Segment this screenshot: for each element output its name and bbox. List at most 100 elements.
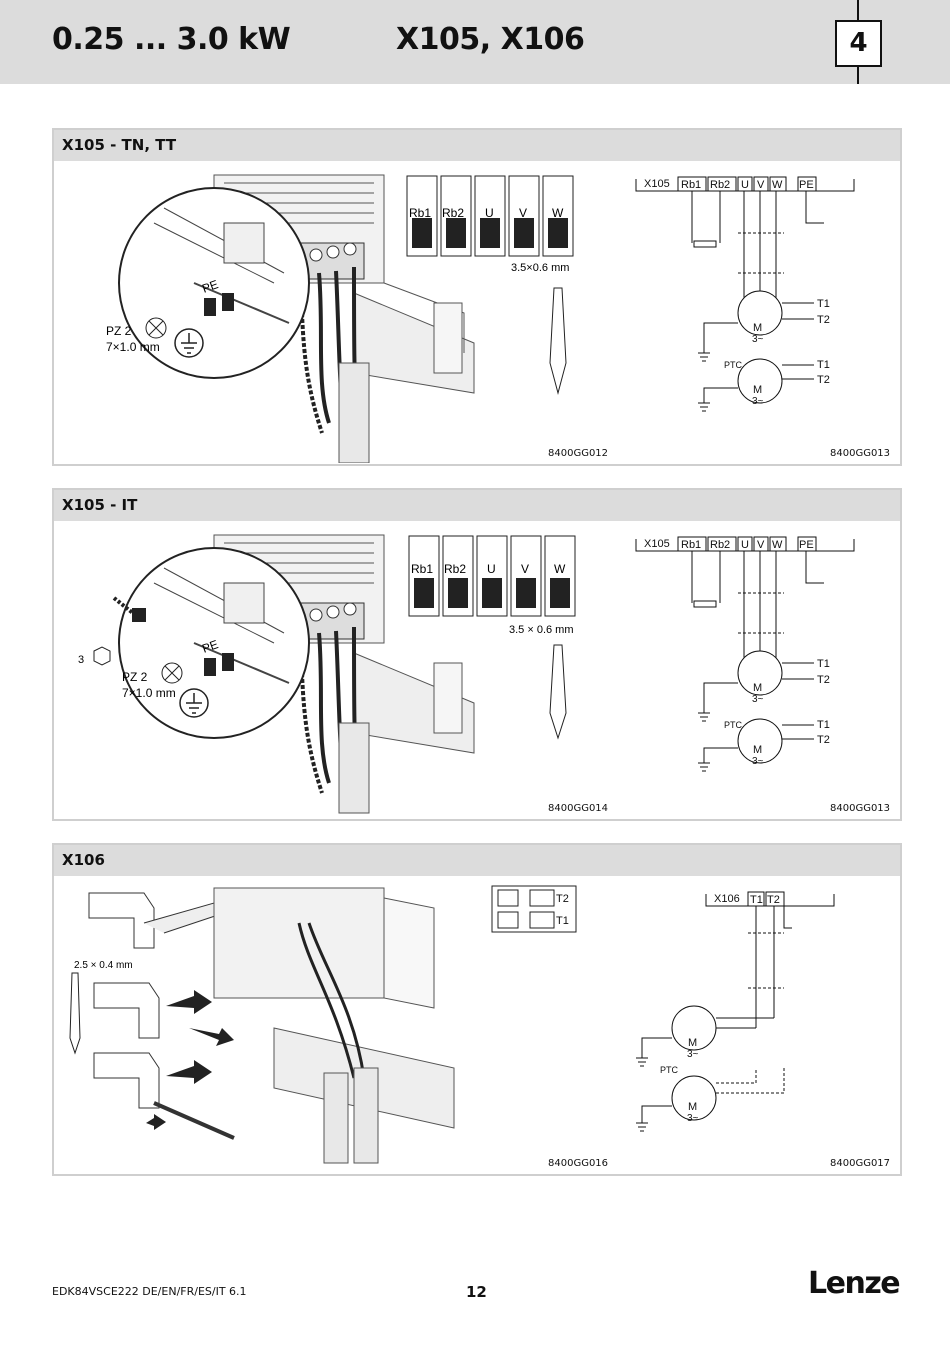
page-number: 12 [466,1283,487,1301]
svg-text:Rb2: Rb2 [442,206,464,220]
chapter-marker-line [857,65,859,84]
svg-text:3~: 3~ [687,1049,699,1060]
screwdriver-icon [549,287,567,395]
figure-id-right: 8400GG013 [830,448,891,459]
terminal-v: V [510,535,542,617]
svg-text:M: M [688,1037,697,1049]
svg-text:Rb1: Rb1 [409,206,431,220]
svg-text:Rb2: Rb2 [710,539,730,551]
svg-text:V: V [757,539,765,551]
svg-text:W: W [552,206,564,220]
step-number: 3 [78,654,84,666]
svg-text:PE: PE [799,179,814,191]
wire-spec: 3.5×0.6 mm [511,262,569,274]
chapter-marker-line [857,0,859,20]
svg-text:T2: T2 [556,893,569,905]
svg-text:Rb1: Rb1 [681,179,701,191]
x106-terminal-labels: T2 T1 [491,885,577,933]
svg-text:3~: 3~ [687,1113,699,1124]
wiring-illustration: PE PZ 2 7×1.0 mm Rb1 Rb2 U V W 3.5×0.6 m… [106,174,855,463]
svg-text:T1: T1 [556,915,569,927]
svg-text:PTC: PTC [660,1065,679,1075]
svg-text:Rb1: Rb1 [681,539,701,551]
screwdriver-type: PZ 2 [106,324,132,338]
wiring-illustration: 2.5 × 0.4 mm T2 T1 X106 T1 T2 [69,885,835,1164]
terminal-rb1: Rb1 [408,535,440,617]
figure-id-left: 8400GG014 [548,803,609,814]
svg-text:T1: T1 [817,719,830,731]
svg-text:3~: 3~ [752,756,764,767]
svg-text:V: V [521,562,529,576]
panel-x105-it: X105 - IT PE 3 PZ 2 [52,488,902,821]
svg-text:T2: T2 [817,374,830,386]
wire-spec: 3.5 × 0.6 mm [509,624,574,636]
svg-text:T1: T1 [817,298,830,310]
svg-text:W: W [554,562,566,576]
svg-text:Rb2: Rb2 [444,562,466,576]
terminal-w: W [542,175,574,257]
ground-icon [174,328,204,358]
svg-text:3~: 3~ [752,334,764,345]
panel-title: X105 - TN, TT [54,130,900,161]
svg-text:T1: T1 [750,894,763,906]
svg-text:V: V [519,206,527,220]
figure-id-left: 8400GG012 [548,448,609,459]
figure-id-right: 8400GG017 [830,1158,891,1169]
svg-text:PE: PE [799,539,814,551]
svg-text:U: U [487,562,496,576]
svg-text:X106: X106 [714,893,740,905]
terminal-rb1: Rb1 [406,175,438,257]
lenze-logo: Lenze [808,1266,901,1301]
screwdriver-icon [69,972,81,1055]
svg-text:M: M [688,1101,697,1113]
svg-text:W: W [772,179,783,191]
figure-id-left: 8400GG016 [548,1158,609,1169]
schematic-x105: X105 Rb1 Rb2 U V W PE M 3~ T1 T2 PTC M 3… [635,536,855,772]
schematic-x106: X106 T1 T2 M 3~ PTC M 3~ [636,891,835,1132]
terminal-v: V [508,175,540,257]
svg-text:V: V [757,179,765,191]
document-id: EDK84VSCE222 DE/EN/FR/ES/IT 6.1 [52,1285,247,1298]
svg-text:3~: 3~ [752,396,764,407]
screwdriver-spec: 7×1.0 mm [106,340,160,354]
svg-text:M: M [753,682,762,694]
page-header: 0.25 ... 3.0 kW X105, X106 4 [0,0,950,84]
schematic-x105: X105 Rb1 Rb2 U V W PE M 3~ T1 T2 PTC M 3… [635,176,855,412]
pozidriv-icon [161,662,183,684]
screwdriver-icon [549,644,567,740]
wire-spec: 2.5 × 0.4 mm [74,960,133,971]
svg-text:T2: T2 [817,314,830,326]
svg-text:PTC: PTC [724,360,743,370]
svg-text:Rb1: Rb1 [411,562,433,576]
screwdriver-type: PZ 2 [122,670,148,684]
svg-text:3~: 3~ [752,694,764,705]
svg-text:T2: T2 [817,734,830,746]
panel-title: X106 [54,845,900,876]
svg-text:T2: T2 [817,674,830,686]
terminal-rb2: Rb2 [440,175,472,257]
panel-x106: X106 2.5 × 0.4 mm [52,843,902,1176]
svg-text:M: M [753,322,762,334]
svg-text:T2: T2 [767,894,780,906]
ground-icon [179,688,209,718]
power-range-title: 0.25 ... 3.0 kW [52,22,291,57]
hex-icon [93,646,111,666]
terminal-w: W [544,535,576,617]
svg-text:M: M [753,384,762,396]
terminal-rb2: Rb2 [442,535,474,617]
svg-text:U: U [741,179,749,191]
svg-text:U: U [741,539,749,551]
pe-label: PE [200,277,220,296]
connector-title: X105, X106 [396,22,585,57]
wiring-illustration: PE 3 PZ 2 7×1.0 mm Rb1 Rb2 U V W 3.5 × 0… [78,534,855,814]
svg-text:T1: T1 [817,658,830,670]
figure-id-right: 8400GG013 [830,803,891,814]
terminal-u: U [476,535,508,617]
svg-text:U: U [485,206,494,220]
svg-text:X105: X105 [644,538,670,550]
pe-label: PE [200,637,220,656]
terminal-u: U [474,175,506,257]
chapter-number: 4 [835,20,882,67]
svg-text:X105: X105 [644,178,670,190]
panel-title: X105 - IT [54,490,900,521]
